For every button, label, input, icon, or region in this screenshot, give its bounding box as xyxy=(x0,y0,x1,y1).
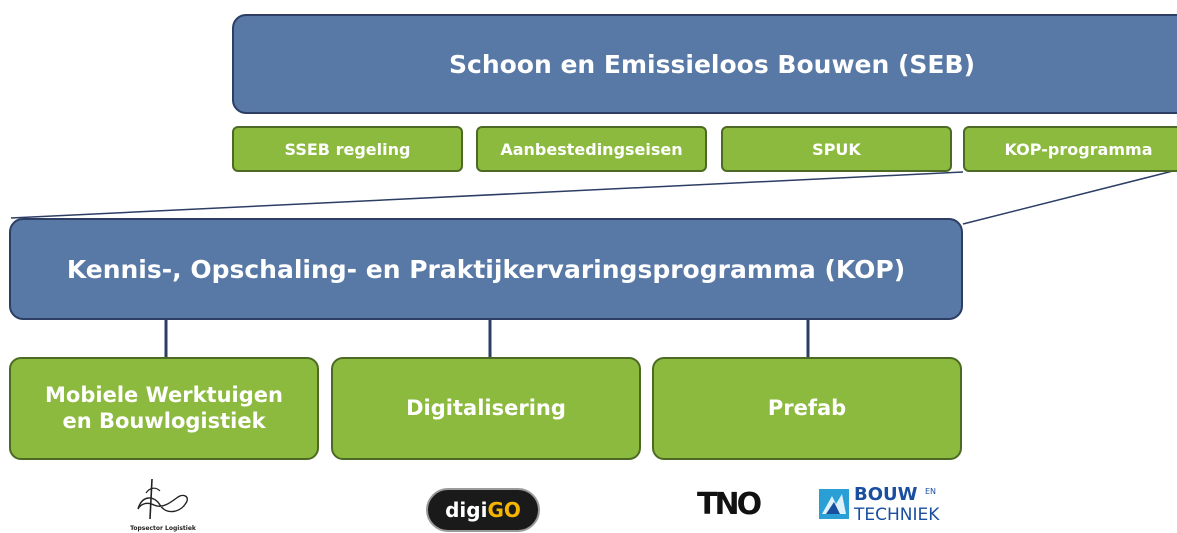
tno-logo: TNO xyxy=(697,487,777,523)
instrument-aanbestedingseisen: Aanbestedingseisen xyxy=(476,126,707,172)
track-mobiele-werktuigen: Mobiele Werktuigen en Bouwlogistiek xyxy=(9,357,319,460)
track-label: Mobiele Werktuigen en Bouwlogistiek xyxy=(45,383,283,433)
digigo-text-digi: digi xyxy=(445,498,488,522)
seb-program-title: Schoon en Emissieloos Bouwen (SEB) xyxy=(449,49,975,79)
bouw-en-techniek-icon xyxy=(819,489,849,519)
track-prefab: Prefab xyxy=(652,357,962,460)
topsector-logistiek-logo: Topsector Logistiek xyxy=(118,475,208,533)
bouw-en-techniek-logo: BOUW EN TECHNIEK xyxy=(818,485,958,527)
instrument-spuk: SPUK xyxy=(721,126,952,172)
en-text: EN xyxy=(925,487,937,496)
track-label: Digitalisering xyxy=(406,395,566,420)
techniek-text: TECHNIEK xyxy=(854,505,940,525)
instrument-label: SPUK xyxy=(812,139,861,159)
topsector-logistiek-text: Topsector Logistiek xyxy=(130,525,196,532)
topsector-logistiek-icon xyxy=(137,478,188,520)
instrument-kop-programma: KOP-programma xyxy=(963,126,1177,172)
kop-program-title: Kennis-, Opschaling- en Praktijkervaring… xyxy=(66,254,906,284)
instrument-sseb-regeling: SSEB regeling xyxy=(232,126,463,172)
seb-program-box: Schoon en Emissieloos Bouwen (SEB) xyxy=(232,14,1177,114)
bouw-text: BOUW xyxy=(854,484,918,505)
instrument-label: KOP-programma xyxy=(1004,139,1153,159)
zoom-line-left xyxy=(10,171,964,219)
instrument-label: Aanbestedingseisen xyxy=(500,139,683,159)
tno-text: TNO xyxy=(697,487,762,522)
digigo-text-go: GO xyxy=(487,498,521,522)
track-digitalisering: Digitalisering xyxy=(331,357,641,460)
zoom-line-right xyxy=(962,169,1177,225)
track-label: Prefab xyxy=(767,395,847,420)
instrument-label: SSEB regeling xyxy=(284,139,411,159)
kop-program-box: Kennis-, Opschaling- en Praktijkervaring… xyxy=(9,218,963,320)
